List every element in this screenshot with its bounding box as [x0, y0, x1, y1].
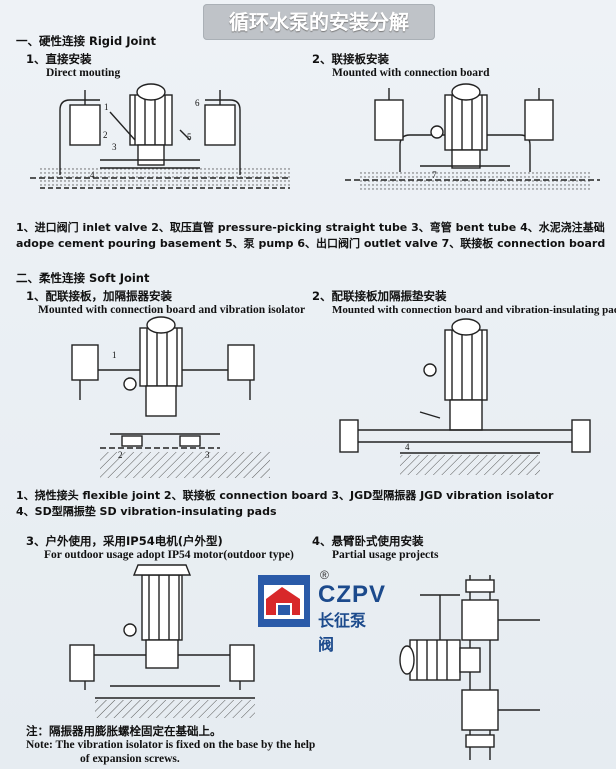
section2-item2-en: Mounted with connection board and vibrat… — [332, 304, 616, 316]
logo-mark-icon — [258, 575, 310, 627]
callout-3: 3 — [112, 142, 117, 152]
callout-s2-3: 3 — [205, 450, 210, 460]
diagram-cantilever-horizontal — [399, 575, 540, 760]
note-en-line2: of expansion screws. — [80, 753, 180, 765]
section1-legend-line2: adope cement pouring basement 5、泵 pump 6… — [16, 237, 606, 250]
diagram-vibration-isolator — [71, 316, 270, 478]
callout-s2-4: 4 — [405, 442, 410, 452]
note-en-line1: Note: The vibration isolator is fixed on… — [26, 739, 316, 751]
section3-item4-en: Partial usage projects — [332, 549, 439, 561]
section1-item1-cn: 1、直接安装 — [26, 52, 92, 66]
brand-logo: CZPV 长征泵阀 — [258, 575, 385, 654]
title-banner: 循环水泵的安装分解 — [203, 4, 435, 40]
section1-item1-en: Direct mouting — [46, 67, 121, 79]
callout-2: 2 — [103, 130, 108, 140]
diagram-direct-mounting — [30, 83, 290, 189]
note-cn: 注：隔振器用膨胀螺栓固定在基础上。 — [26, 724, 222, 738]
logo-brand-text: CZPV — [318, 581, 387, 608]
section2-item1-en: Mounted with connection board and vibrat… — [38, 304, 306, 316]
section3-item3-en: For outdoor usage adopt IP54 motor(outdo… — [44, 549, 294, 561]
callout-5: 5 — [187, 132, 192, 142]
diagram-vibration-pad — [339, 318, 591, 475]
registered-mark: ® — [320, 568, 329, 582]
logo-brand-cn: 长征泵阀 — [318, 611, 367, 654]
section2-item2-cn: 2、配联接板加隔振垫安装 — [312, 289, 447, 303]
section2-item1-cn: 1、配联接板，加隔振器安装 — [26, 289, 173, 303]
section1-item2-en: Mounted with connection board — [332, 67, 490, 79]
section3-item3-cn: 3、户外使用，采用IP54电机(户外型) — [26, 534, 223, 548]
callout-1: 1 — [104, 102, 109, 112]
section1-item2-cn: 2、联接板安装 — [312, 52, 390, 66]
section3-item4-cn: 4、悬臂卧式使用安装 — [312, 534, 424, 548]
section1-legend-line1: 1、进口阀门 inlet valve 2、取压直管 pressure-picki… — [16, 221, 605, 234]
section2-legend-line2: 4、SD型隔振垫 SD vibration-insulating pads — [16, 505, 277, 518]
callout-4: 4 — [90, 170, 95, 180]
section2-legend-line1: 1、挠性接头 flexible joint 2、联接板 connection b… — [16, 489, 554, 502]
section2-heading: 二、柔性连接 Soft Joint — [16, 271, 150, 285]
page-title: 循环水泵的安装分解 — [229, 10, 409, 34]
callout-7: 7 — [432, 170, 437, 180]
callout-s2-2: 2 — [118, 450, 123, 460]
diagram-outdoor-usage — [69, 564, 255, 718]
callout-6: 6 — [195, 98, 200, 108]
callout-s2-1: 1 — [112, 350, 117, 360]
section1-heading: 一、硬性连接 Rigid Joint — [16, 34, 157, 48]
diagram-connection-board — [345, 83, 600, 190]
